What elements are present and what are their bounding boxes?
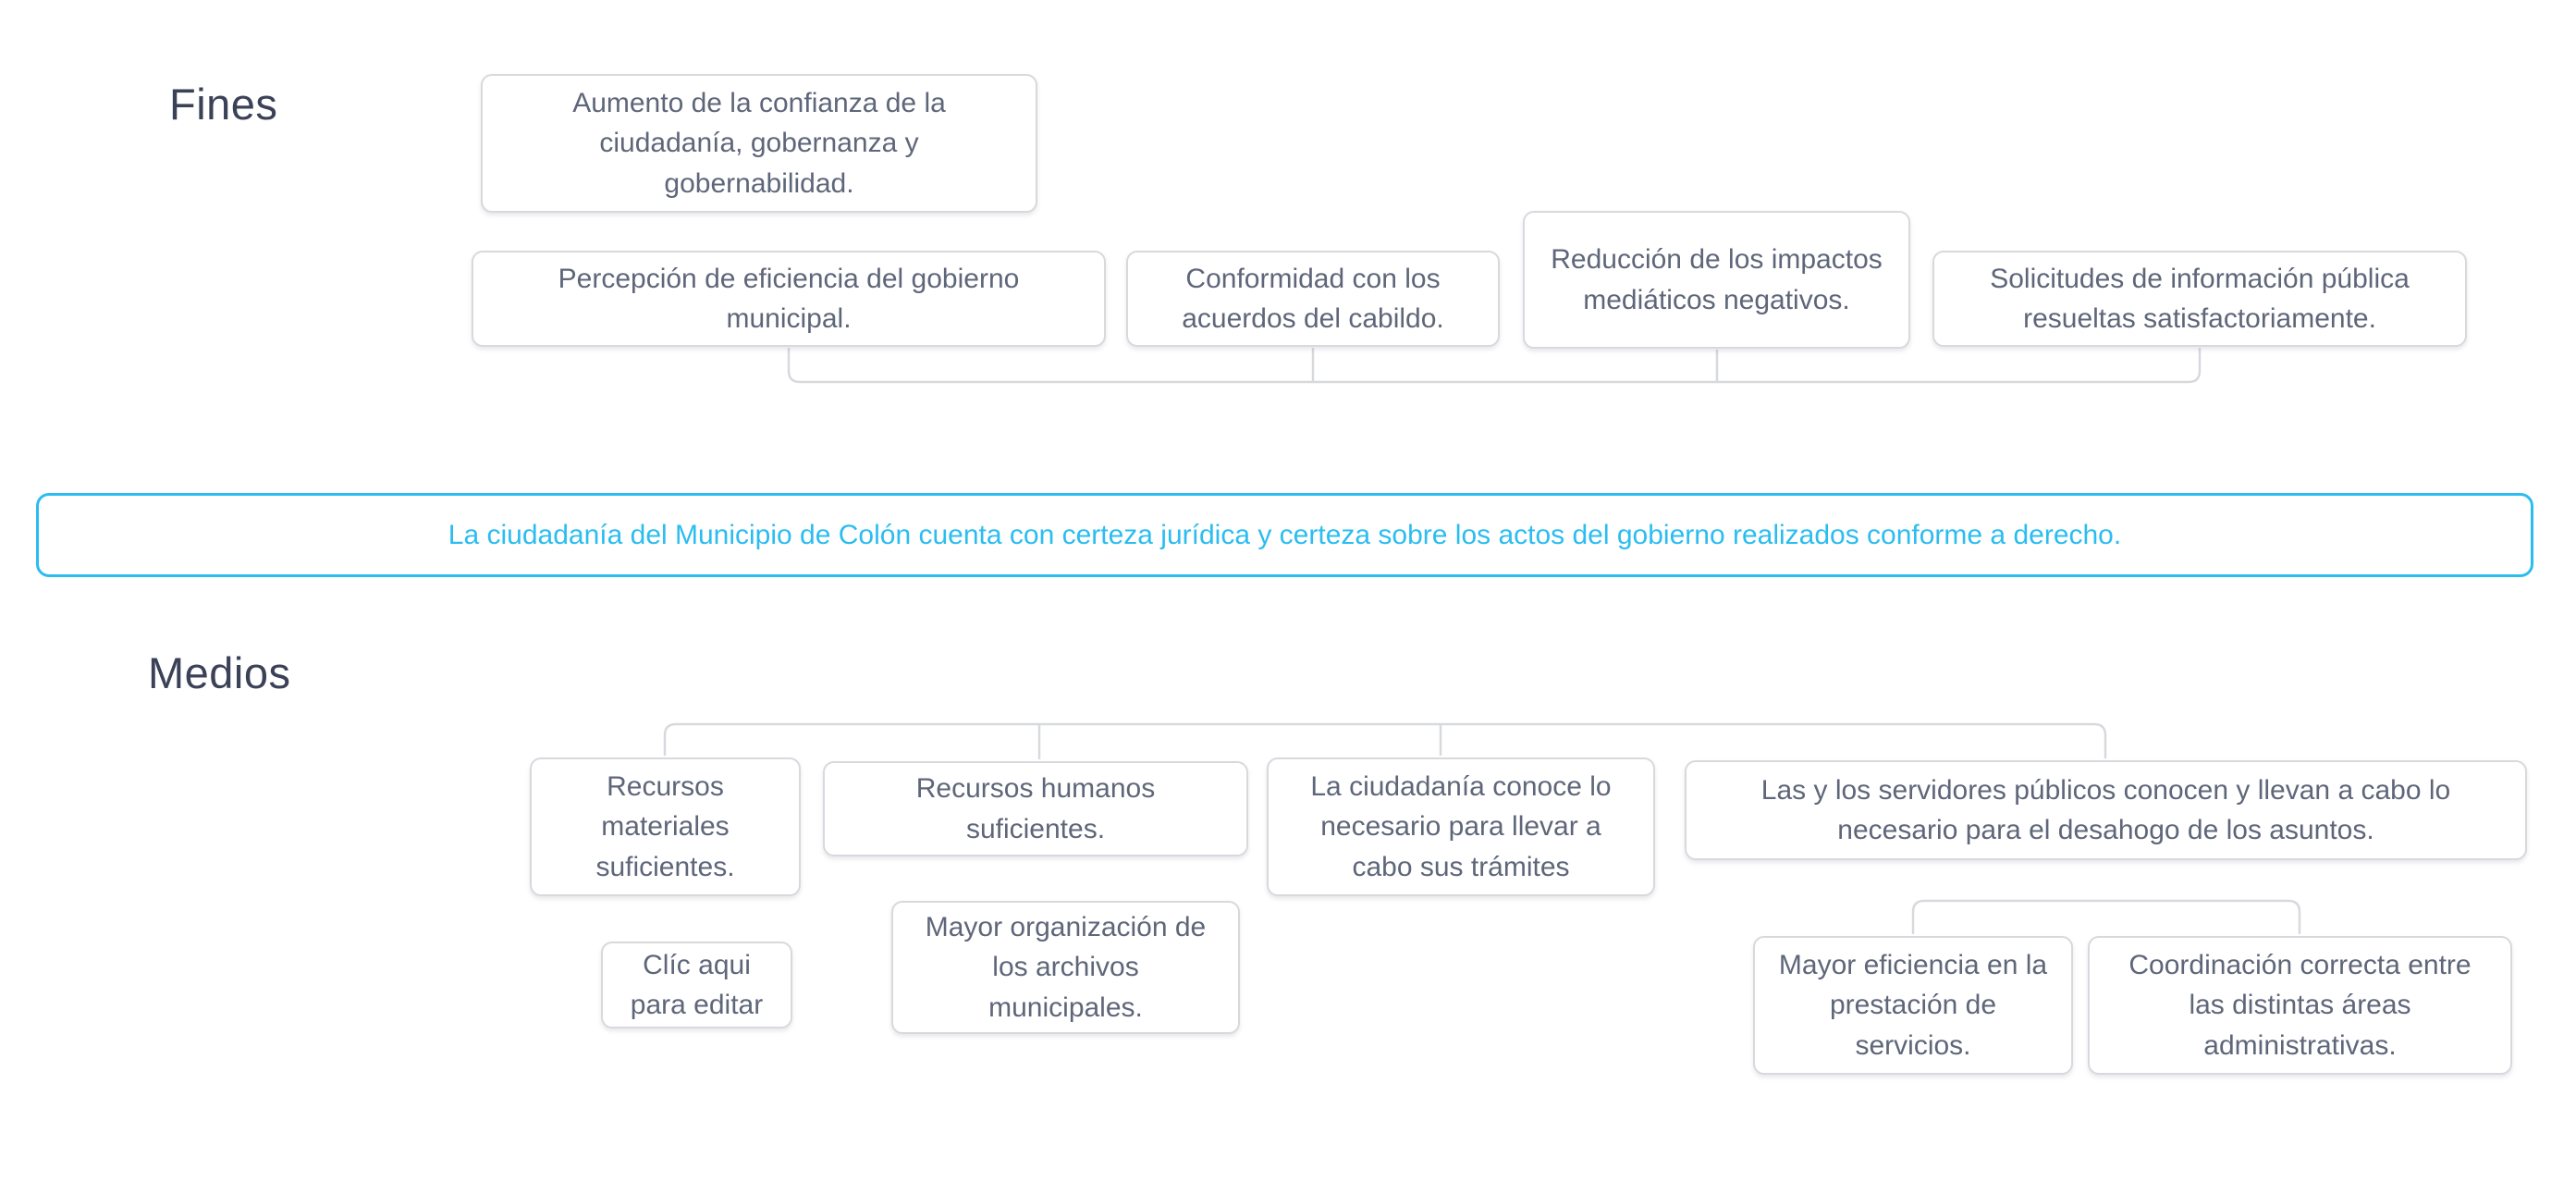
node-central-objective[interactable]: La ciudadanía del Municipio de Colón cue…: [36, 493, 2533, 577]
fines-connector-left-corner: [787, 348, 2202, 384]
medios-connector-main: [663, 722, 2107, 758]
node-sub-organizacion-archivos[interactable]: Mayor organización de los archivos munic…: [891, 901, 1240, 1034]
node-medios-ciudadania-tramites[interactable]: La ciudadanía conoce lo necesario para l…: [1267, 757, 1655, 896]
node-fines-percepcion-eficiencia[interactable]: Percepción de eficiencia del gobierno mu…: [472, 251, 1106, 347]
medios-sub-connector: [1911, 899, 2301, 934]
section-label-medios: Medios: [148, 648, 291, 697]
node-fines-solicitudes-informacion[interactable]: Solicitudes de información pública resue…: [1932, 251, 2467, 347]
node-sub-eficiencia-servicios[interactable]: Mayor eficiencia en la prestación de ser…: [1753, 936, 2073, 1075]
node-placeholder-click-to-edit[interactable]: Clíc aqui para editar: [601, 942, 792, 1028]
node-sub-coordinacion-areas[interactable]: Coordinación correcta entre las distinta…: [2088, 936, 2512, 1075]
node-fines-reduccion-impactos[interactable]: Reducción de los impactos mediáticos neg…: [1523, 211, 1910, 349]
node-medios-recursos-materiales[interactable]: Recursos materiales suficientes.: [530, 757, 801, 896]
node-medios-servidores-publicos[interactable]: Las y los servidores públicos conocen y …: [1685, 760, 2527, 860]
node-medios-recursos-humanos[interactable]: Recursos humanos suficientes.: [823, 761, 1248, 856]
node-fines-conformidad-cabildo[interactable]: Conformidad con los acuerdos del cabildo…: [1126, 251, 1500, 347]
section-label-fines: Fines: [169, 80, 278, 129]
node-fines-aumento-confianza[interactable]: Aumento de la confianza de la ciudadanía…: [481, 74, 1037, 213]
